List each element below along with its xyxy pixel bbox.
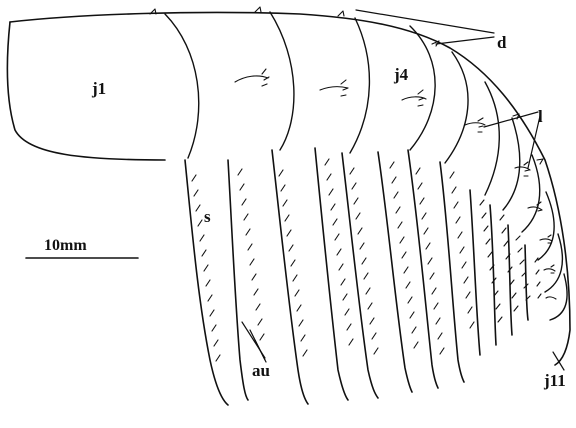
label-s: s: [204, 207, 211, 226]
lateral-hook-clusters: [235, 69, 556, 299]
label-l: l: [538, 107, 543, 126]
suture-8: [522, 155, 540, 232]
dorsal-spines: [150, 7, 543, 164]
label-j1: j1: [91, 79, 106, 98]
suture-3: [350, 18, 369, 153]
label-j4: j4: [393, 65, 409, 84]
suture-2: [270, 12, 294, 150]
segment-j1-outline: [7, 22, 165, 160]
suture-4: [410, 26, 435, 150]
suture-6: [485, 82, 499, 195]
suture-1: [165, 14, 199, 158]
label-j11: j11: [543, 371, 566, 390]
comb-teeth: [192, 159, 541, 361]
label-au: au: [252, 361, 270, 380]
suture-7: [503, 118, 520, 210]
pleural-spines: [185, 148, 528, 405]
scale-bar-label: 10mm: [44, 237, 87, 254]
suture-5: [445, 52, 468, 163]
label-d: d: [497, 33, 507, 52]
